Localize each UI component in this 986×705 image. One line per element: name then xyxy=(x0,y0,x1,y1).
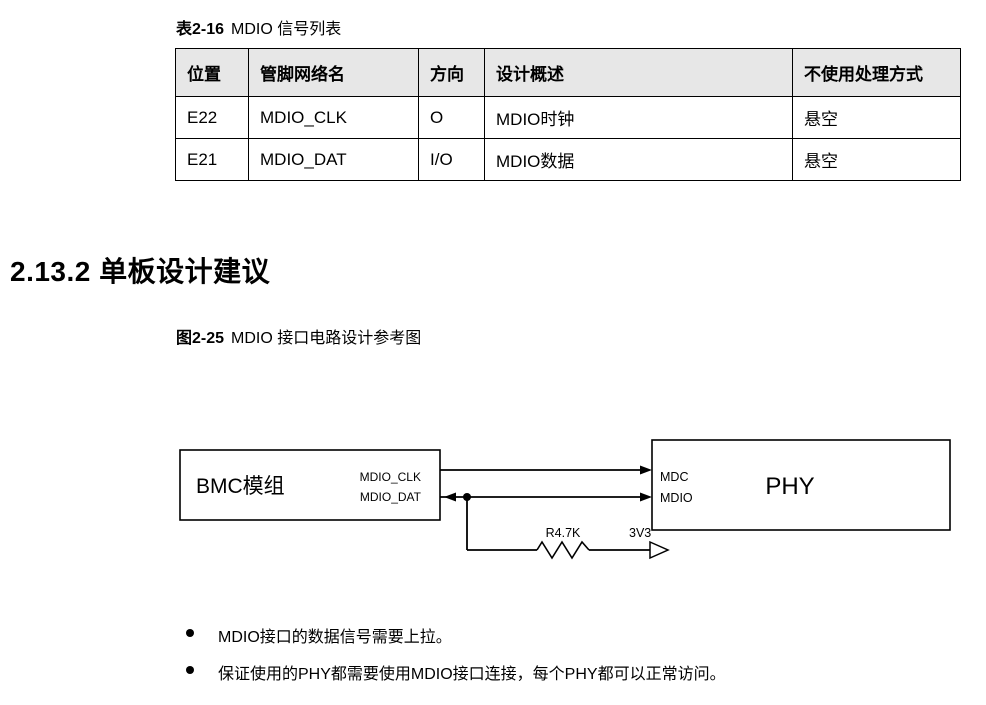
power-label: 3V3 xyxy=(629,526,651,540)
table-caption-number: 表2-16 xyxy=(176,21,225,38)
cell-position: E22 xyxy=(175,96,249,139)
table-row: E22 MDIO_CLK O MDIO时钟 悬空 xyxy=(175,96,961,139)
cell-design-overview: MDIO数据 xyxy=(484,138,793,181)
table-row: E21 MDIO_DAT I/O MDIO数据 悬空 xyxy=(175,138,961,181)
figure-caption: 图2-25 MDIO 接口电路设计参考图 xyxy=(176,324,421,348)
arrowhead-into-mdio-icon xyxy=(640,492,652,502)
cell-direction: O xyxy=(418,96,485,139)
phy-signal-mdc-label: MDC xyxy=(660,470,688,484)
junction-dot xyxy=(463,493,471,501)
bullet-icon xyxy=(186,666,194,674)
section-heading: 2.13.2 单板设计建议 xyxy=(10,256,271,287)
bmc-box xyxy=(179,449,441,521)
bullet-icon xyxy=(186,629,194,637)
bmc-signal-mdio-dat-label: MDIO_DAT xyxy=(360,490,422,504)
cell-pin-net-name: MDIO_DAT xyxy=(248,138,419,181)
cell-position: E21 xyxy=(175,138,249,181)
cell-unused-handling: 悬空 xyxy=(792,96,961,139)
bullet-item: MDIO接口的数据信号需要上拉。 xyxy=(186,623,452,647)
col-header-design-overview: 设计概述 xyxy=(484,48,793,97)
arrowhead-into-mdc-icon xyxy=(640,465,652,475)
col-header-position: 位置 xyxy=(175,48,249,97)
mdio-signal-table: 位置 管脚网络名 方向 设计概述 不使用处理方式 E22 MDIO_CLK O … xyxy=(175,48,961,181)
mdio-circuit-diagram: BMC模组 MDIO_CLK MDIO_DAT PHY MDC MDIO R4.… xyxy=(179,439,951,560)
col-header-pin-net-name: 管脚网络名 xyxy=(248,48,419,97)
bullet-text: 保证使用的PHY都需要使用MDIO接口连接，每个PHY都可以正常访问。 xyxy=(218,666,726,683)
phy-label: PHY xyxy=(765,473,814,500)
phy-signal-mdio-label: MDIO xyxy=(660,491,693,505)
cell-design-overview: MDIO时钟 xyxy=(484,96,793,139)
cell-direction: I/O xyxy=(418,138,485,181)
resistor-symbol xyxy=(536,540,590,560)
col-header-unused-handling: 不使用处理方式 xyxy=(792,48,961,97)
table-caption: 表2-16 MDIO 信号列表 xyxy=(176,15,341,39)
cell-pin-net-name: MDIO_CLK xyxy=(248,96,419,139)
bmc-signal-mdio-clk-label: MDIO_CLK xyxy=(360,470,421,484)
cell-unused-handling: 悬空 xyxy=(792,138,961,181)
table-caption-title: MDIO 信号列表 xyxy=(231,21,342,38)
figure-caption-number: 图2-25 xyxy=(176,330,225,347)
table-header-row: 位置 管脚网络名 方向 设计概述 不使用处理方式 xyxy=(175,48,961,97)
arrowhead-into-bmc-icon xyxy=(444,492,456,502)
col-header-direction: 方向 xyxy=(418,48,485,97)
bullet-item: 保证使用的PHY都需要使用MDIO接口连接，每个PHY都可以正常访问。 xyxy=(186,660,726,684)
figure-caption-title: MDIO 接口电路设计参考图 xyxy=(231,330,422,347)
bullet-text: MDIO接口的数据信号需要上拉。 xyxy=(218,629,452,646)
bmc-label: BMC模组 xyxy=(196,475,285,498)
power-symbol xyxy=(649,540,670,560)
phy-box xyxy=(651,439,951,531)
resistor-label: R4.7K xyxy=(546,526,581,540)
